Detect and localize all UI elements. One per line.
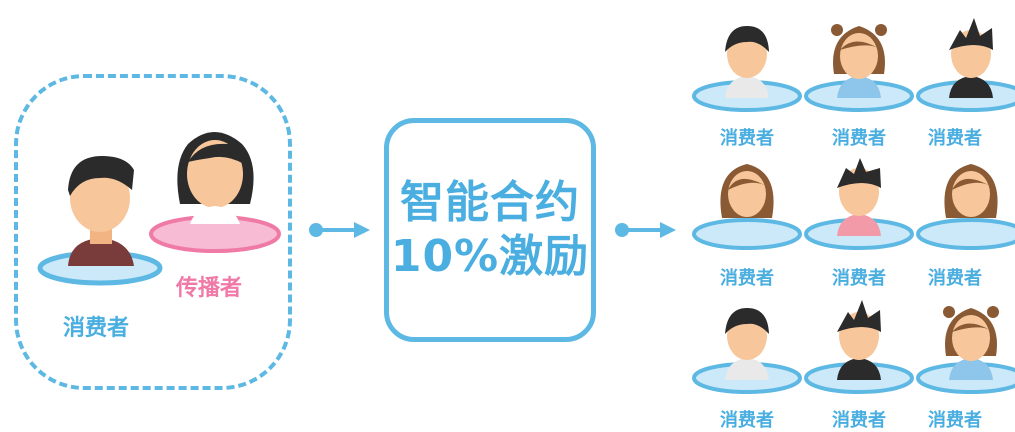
consumer-avatar	[37, 156, 163, 286]
spreader-label: 传播者	[176, 276, 243, 301]
contract-title: 智能合约	[400, 177, 580, 228]
grid-consumer-label: 消费者	[928, 128, 982, 149]
grid-consumer-label: 消费者	[720, 268, 774, 289]
consumer-avatar-5	[804, 158, 914, 250]
consumer-avatar-7	[692, 308, 802, 394]
smart-contract-box: 智能合约 10%激励	[384, 118, 596, 342]
arrow-right-icon	[309, 222, 370, 238]
consumer-avatar-1	[692, 26, 802, 112]
spreader-avatar	[149, 132, 281, 253]
consumer-avatar-3	[916, 18, 1015, 112]
consumer-avatar-9	[916, 306, 1015, 394]
consumer-label: 消费者	[63, 316, 130, 341]
consumer-avatar-4	[692, 164, 802, 250]
contract-incentive: 10%激励	[390, 231, 590, 282]
grid-consumer-label: 消费者	[832, 268, 886, 289]
grid-consumer-label: 消费者	[720, 128, 774, 149]
consumer-spreader-group	[14, 74, 292, 390]
arrow-right-icon	[615, 222, 676, 238]
consumer-avatar-8	[804, 300, 914, 394]
grid-consumer-label: 消费者	[928, 268, 982, 289]
grid-consumer-label: 消费者	[832, 128, 886, 149]
grid-consumer-label: 消费者	[832, 410, 886, 431]
grid-consumer-label: 消费者	[720, 410, 774, 431]
consumer-avatar-2	[804, 24, 914, 112]
grid-consumer-label: 消费者	[928, 410, 982, 431]
consumer-avatar-6	[916, 164, 1015, 250]
